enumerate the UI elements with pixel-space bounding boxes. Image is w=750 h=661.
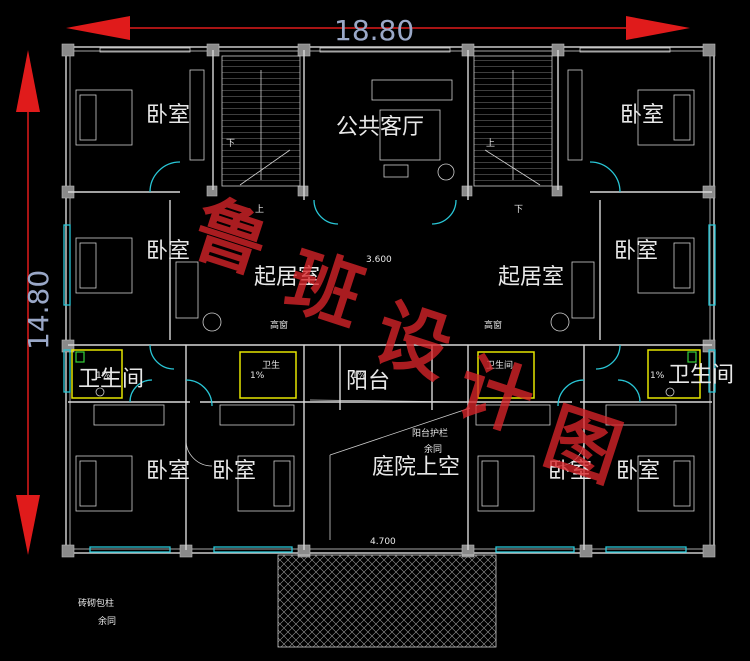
note-stair-down-left: 下 xyxy=(226,139,235,149)
room-bath-right: 卫生间 xyxy=(668,363,734,388)
note-slope-2: 1% xyxy=(250,371,265,381)
watermark-char-2: 班 xyxy=(276,237,373,342)
note-balcony-rail: 阳台护栏 xyxy=(412,427,448,439)
stair-right xyxy=(473,55,553,187)
note-slope-1: 1% xyxy=(352,371,367,381)
note-same-as-1: 余同 xyxy=(424,443,442,455)
room-bedroom-bottom-2: 卧室 xyxy=(212,459,256,484)
doors xyxy=(129,161,641,467)
room-balcony: 阳台 xyxy=(346,369,390,394)
room-bedroom-bottom-1: 卧室 xyxy=(146,459,190,484)
room-public-hall: 公共客厅 xyxy=(336,115,424,140)
room-bedroom-bottom-4: 卧室 xyxy=(616,459,660,484)
room-bedroom-mid-left: 卧室 xyxy=(146,239,190,264)
height-dimension xyxy=(16,50,40,555)
note-small-bath-right: 卫生间 xyxy=(486,359,513,371)
note-dim-4700: 4.700 xyxy=(370,537,396,547)
note-slope-3: 1% xyxy=(96,371,111,381)
stair-left xyxy=(221,55,301,187)
note-slope-4: 1% xyxy=(650,371,665,381)
balcony-rail-leader xyxy=(309,399,471,540)
room-bedroom-mid-right: 卧室 xyxy=(614,239,658,264)
room-living-left: 起居室 xyxy=(254,265,320,290)
room-bedroom-top-right: 卧室 xyxy=(620,103,664,128)
room-courtyard: 庭院上空 xyxy=(372,455,460,480)
height-dimension-label: 14.80 xyxy=(22,270,55,350)
room-bath-left: 卫生间 xyxy=(78,367,144,392)
note-stair-up-right: 上 xyxy=(486,138,495,149)
width-dimension-label: 18.80 xyxy=(334,14,414,47)
bathroom-fixtures xyxy=(71,349,701,426)
note-small-bath-left: 卫生 xyxy=(262,359,280,371)
watermark-char-4: 计 xyxy=(446,343,543,448)
interior-walls xyxy=(68,50,712,550)
width-dimension xyxy=(66,16,690,40)
note-same-as-2: 余同 xyxy=(98,615,116,627)
entrance-platform xyxy=(277,554,497,648)
room-bedroom-top-left: 卧室 xyxy=(146,103,190,128)
note-dim-3600: 3.600 xyxy=(366,255,392,265)
note-stair-down-right: 下 xyxy=(514,205,523,215)
room-bedroom-bottom-3: 卧室 xyxy=(548,459,592,484)
note-high-window-left: 高窗 xyxy=(270,319,288,331)
note-stair-up-left: 上 xyxy=(255,204,264,215)
note-brick-column: 砖砌包柱 xyxy=(78,597,114,609)
structural-columns xyxy=(61,43,716,558)
windows xyxy=(63,47,716,553)
room-living-right: 起居室 xyxy=(498,265,564,290)
furniture xyxy=(75,69,695,512)
note-high-window-right: 高窗 xyxy=(484,319,502,331)
watermark: 鲁 班 设 计 图 xyxy=(182,185,631,498)
